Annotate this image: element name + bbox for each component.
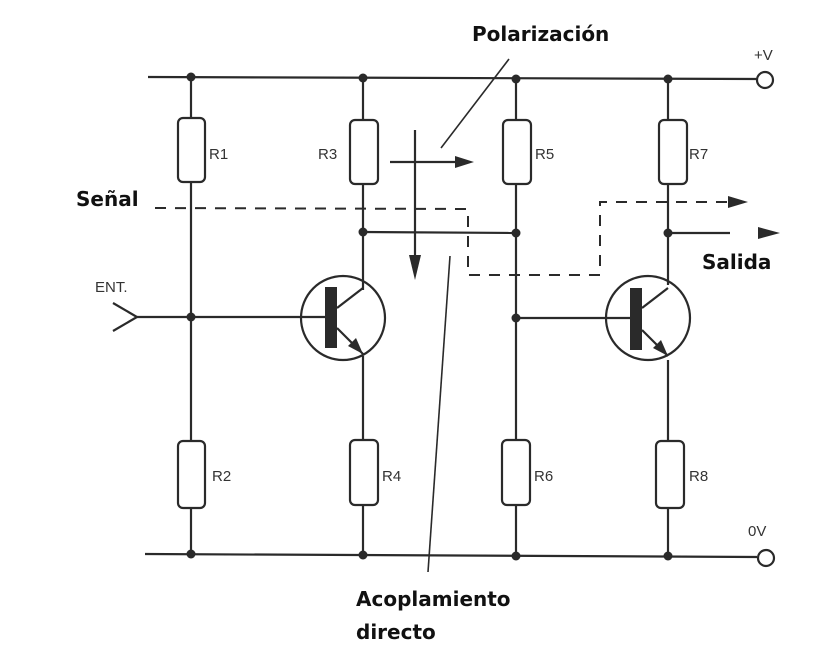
bias-arrowhead-down-icon: [409, 255, 421, 280]
resistor-r6: [500, 438, 532, 507]
junction-dot: [663, 228, 673, 238]
resistor-r3: [348, 118, 380, 186]
vplus-terminal-icon: [755, 70, 775, 90]
q2-emitter-arrow-icon: [653, 340, 668, 356]
transistor-q1-icon: [299, 274, 387, 362]
junction-dot: [511, 74, 521, 84]
resistor-r5: [501, 118, 533, 186]
junction-dot: [511, 313, 521, 323]
label-r6: R6: [534, 468, 553, 485]
resistor-r4: [348, 438, 380, 507]
ground-terminal-icon: [756, 548, 776, 568]
junction-dot: [663, 551, 673, 561]
junction-dot: [186, 72, 196, 82]
label-r7: R7: [689, 146, 708, 163]
junction-dot: [186, 312, 196, 322]
direct-coupling-wire: [362, 230, 517, 235]
ground-rail: [144, 552, 758, 559]
annotation-directo: directo: [356, 620, 436, 644]
junction-dot: [186, 549, 196, 559]
polarizacion-leader-line: [440, 58, 510, 149]
input-terminal-icon: [112, 302, 140, 332]
signal-path: [154, 201, 730, 276]
annotation-senal: Señal: [76, 187, 139, 211]
bias-arrowhead-right-icon: [455, 156, 474, 168]
q1-base-bar: [325, 287, 337, 348]
resistor-r1: [176, 116, 207, 184]
label-r8: R8: [689, 468, 708, 485]
junction-dot: [511, 551, 521, 561]
label-r2: R2: [212, 468, 231, 485]
junction-dot: [511, 228, 521, 238]
q2-base-bar: [630, 288, 642, 350]
annotation-polarizacion: Polarización: [472, 22, 610, 46]
junction-dot: [358, 550, 368, 560]
transistor-q2-icon: [604, 274, 692, 362]
annotation-acoplamiento: Acoplamiento: [356, 587, 511, 611]
label-vplus: +V: [754, 47, 773, 64]
label-zero-volts: 0V: [748, 523, 766, 540]
resistor-r8: [654, 439, 686, 510]
resistor-r2: [176, 439, 207, 510]
signal-arrowhead-icon: [728, 196, 748, 208]
resistor-r7: [657, 118, 689, 186]
label-r1: R1: [209, 146, 228, 163]
annotation-salida: Salida: [702, 250, 772, 274]
output-arrowhead-icon: [758, 227, 780, 239]
junction-dot: [358, 73, 368, 83]
junction-dot: [663, 74, 673, 84]
junction-dot: [358, 227, 368, 237]
label-r5: R5: [535, 146, 554, 163]
acoplamiento-leader-line: [427, 255, 451, 573]
label-r3: R3: [318, 146, 337, 163]
label-input: ENT.: [95, 279, 128, 296]
label-r4: R4: [382, 468, 401, 485]
positive-rail: [147, 75, 761, 81]
q1-emitter-arrow-icon: [348, 338, 363, 354]
